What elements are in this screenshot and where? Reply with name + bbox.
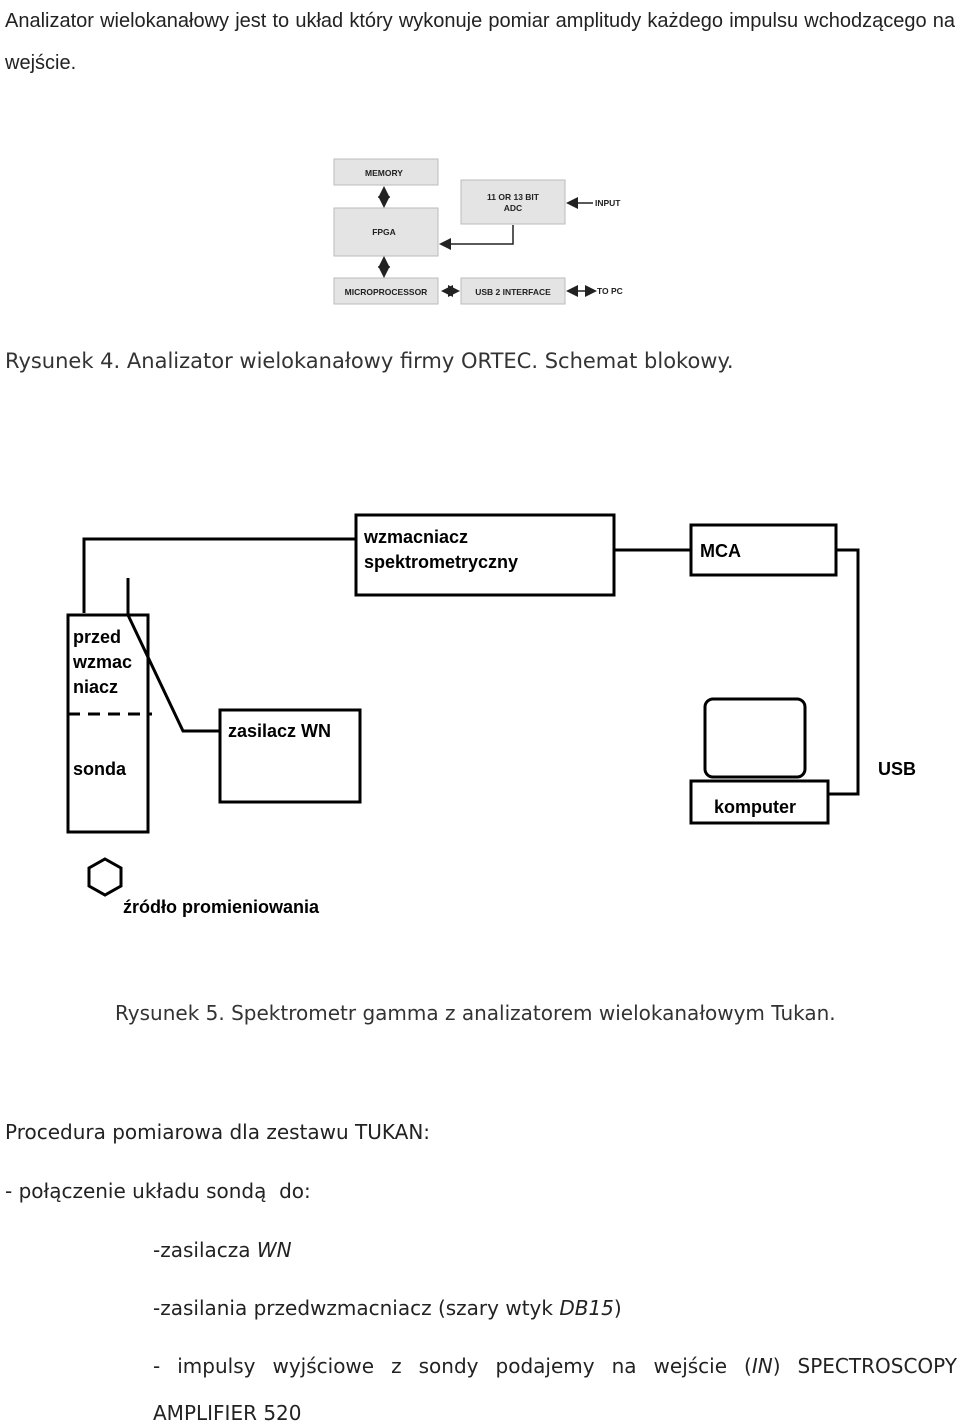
procedure-heading: Procedura pomiarowa dla zestawu TUKAN:	[5, 1120, 431, 1144]
figure-5-schematic: wzmacniacz spektrometryczny MCA przed wz…	[66, 513, 916, 917]
intro-paragraph: Analizator wielokanałowy jest to układ k…	[5, 10, 955, 74]
usb-interface-block	[460, 277, 566, 305]
computer-monitor	[703, 697, 807, 779]
adc-label-line1: 11 OR 13 BIT	[487, 192, 540, 202]
hv-cable	[126, 578, 220, 733]
usb-interface-label: USB 2 INTERFACE	[475, 287, 551, 297]
preamp-label-line1: przed	[73, 627, 121, 647]
amplifier-label-line2: spektrometryczny	[364, 552, 518, 572]
hv-supply-label: zasilacz WN	[228, 721, 331, 741]
procedure-subitem-preamp: -zasilania przedwzmacniacz (szary wtyk D…	[153, 1296, 622, 1320]
memory-block	[333, 158, 439, 186]
figure-4-caption: Rysunek 4. Analizator wielokanałowy firm…	[5, 349, 734, 373]
mca-label: MCA	[700, 541, 741, 561]
microprocessor-label: MICROPROCESSOR	[345, 287, 428, 297]
figure-4-block-diagram: MEMORY FPGA 11 OR 13 BIT ADC MICROPROCES…	[333, 158, 623, 305]
preamp-label-line3: niacz	[73, 677, 118, 697]
fpga-label: FPGA	[372, 227, 396, 237]
input-label: INPUT	[595, 198, 621, 208]
probe-box	[66, 613, 150, 834]
preamp-amplifier-cable	[82, 537, 356, 613]
amplifier-label-line1: wzmacniacz	[363, 527, 468, 547]
adc-label-line2: ADC	[504, 203, 522, 213]
usb-cable	[828, 548, 860, 796]
computer-label: komputer	[714, 797, 796, 817]
usb-label: USB	[878, 759, 916, 779]
procedure-item-2: - impulsy wyjściowe z sondy podajemy na …	[153, 1354, 957, 1378]
preamp-label-line2: wzmac	[72, 652, 132, 672]
microprocessor-block	[333, 277, 439, 305]
probe-label: sonda	[73, 759, 127, 779]
source-label: źródło promieniowania	[123, 897, 320, 917]
computer-base	[689, 779, 830, 825]
hv-supply-box	[218, 708, 362, 804]
amplifier-box	[354, 513, 616, 597]
adc-block	[460, 179, 566, 225]
procedure-item-1: - połączenie układu sondą do:	[5, 1179, 311, 1203]
fpga-block	[333, 207, 439, 257]
procedure-subitem-hv: -zasilacza WN	[153, 1238, 292, 1262]
radiation-source-icon	[87, 857, 123, 897]
to-pc-label: TO PC	[597, 286, 623, 296]
procedure-item-2-continuation: AMPLIFIER 520	[153, 1401, 302, 1425]
figure-5-caption: Rysunek 5. Spektrometr gamma z analizato…	[115, 1001, 836, 1025]
memory-label: MEMORY	[365, 168, 403, 178]
